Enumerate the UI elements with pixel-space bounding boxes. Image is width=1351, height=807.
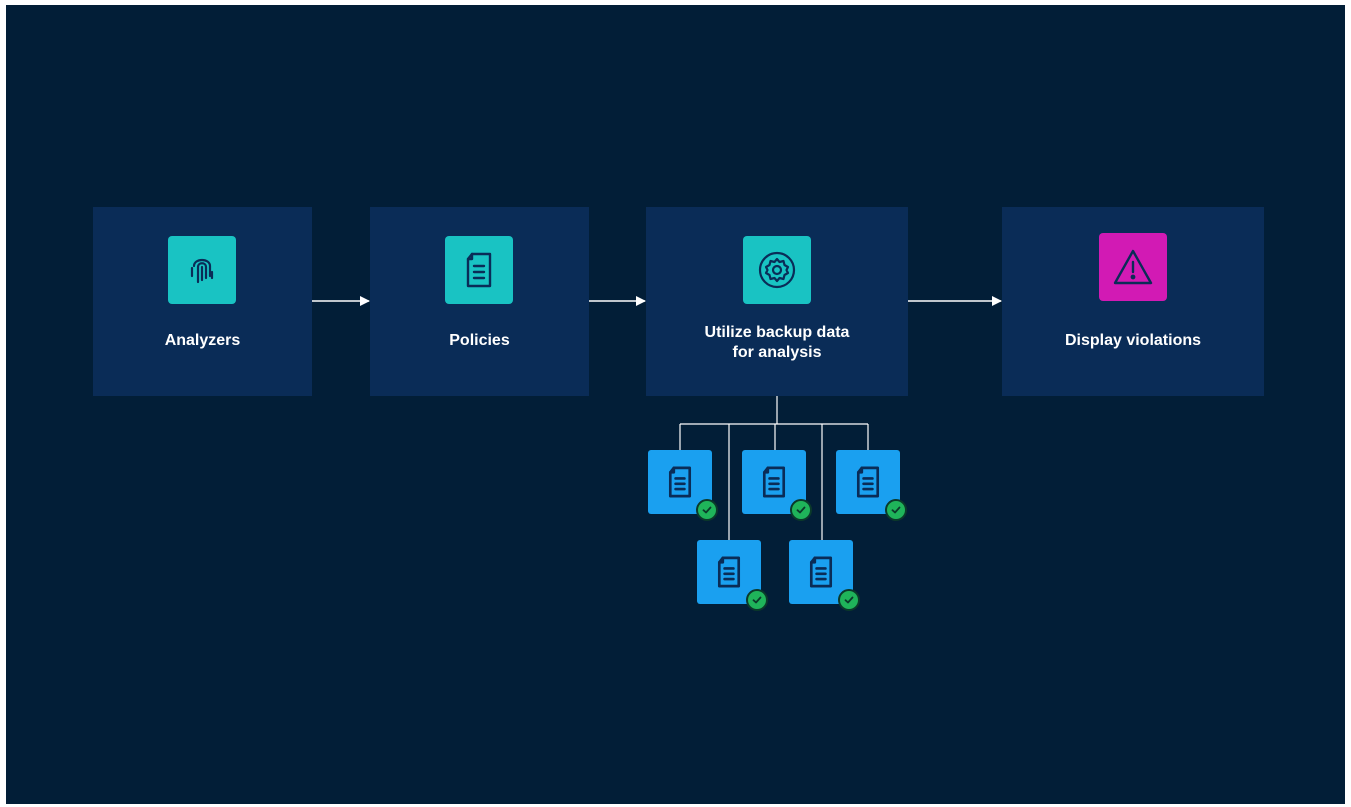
document-icon [668, 466, 692, 498]
step-utilize-backup-data: Utilize backup data for analysis [646, 207, 908, 396]
document-icon [717, 556, 741, 588]
backup-tree-lines [679, 396, 869, 541]
check-circle-icon [838, 589, 860, 611]
gear-icon [743, 236, 811, 304]
document-icon [856, 466, 880, 498]
document-icon [445, 236, 513, 304]
check-circle-icon [885, 499, 907, 521]
step-label: Display violations [1064, 332, 1202, 349]
step-label: Utilize backup data for analysis [704, 324, 850, 361]
fingerprint-icon [168, 236, 236, 304]
check-circle-icon [696, 499, 718, 521]
document-icon [762, 466, 786, 498]
step-display-violations: Display violations [1002, 207, 1264, 396]
step-analyzers: Analyzers [93, 207, 312, 396]
document-icon [809, 556, 833, 588]
check-circle-icon [746, 589, 768, 611]
check-circle-icon [790, 499, 812, 521]
diagram-canvas [6, 5, 1345, 804]
warning-icon [1099, 233, 1167, 301]
step-policies: Policies [370, 207, 589, 396]
step-label: Analyzers [164, 332, 241, 349]
step-label: Policies [449, 332, 510, 349]
